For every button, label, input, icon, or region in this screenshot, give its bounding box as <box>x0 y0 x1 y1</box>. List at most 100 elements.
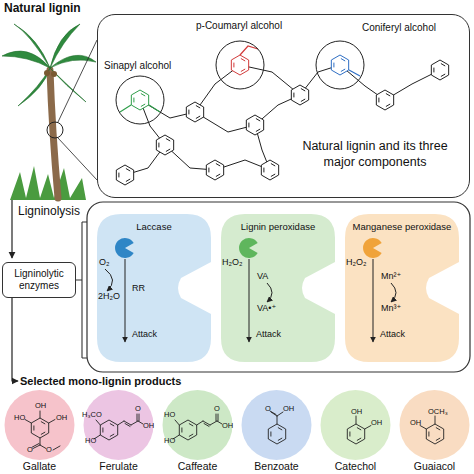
bond-line <box>53 446 60 450</box>
species-label: Mn²⁺ <box>381 272 401 282</box>
product-disc <box>84 390 154 460</box>
enzyme-shape <box>343 212 461 364</box>
highlight-circle <box>216 41 264 89</box>
ring <box>291 85 308 105</box>
step-label: Ligninolysis <box>18 205 80 218</box>
enzyme-icon <box>363 238 382 258</box>
highlight-circle <box>316 41 364 89</box>
product-disc <box>321 390 391 460</box>
ring <box>186 102 203 122</box>
bond-line <box>40 438 41 445</box>
species-label: VA <box>257 272 268 282</box>
atom-label: OH <box>35 402 46 410</box>
product-name: Gallate <box>0 461 79 473</box>
bond-line <box>139 414 140 421</box>
atom-label: OH <box>56 414 67 422</box>
atom-label: HO <box>164 411 175 419</box>
highlight-circle <box>116 76 164 124</box>
frond <box>14 24 50 68</box>
product-circle: OCH₃ OH Guaiacol <box>395 388 474 474</box>
ring <box>246 115 263 135</box>
species-label: Attack <box>132 330 157 340</box>
bond-line <box>175 420 179 425</box>
product-circle: OOHBenzoate <box>237 388 316 474</box>
enzyme-name: Lignin peroxidase <box>219 222 337 232</box>
product-name: Benzoate <box>237 461 316 473</box>
bond-line <box>218 414 219 421</box>
product-disc <box>242 390 312 460</box>
lignin-panel: Natural lignin and its three major compo… <box>97 14 470 198</box>
atom-label: OH <box>410 419 421 427</box>
product-circle: OHOHCatechol <box>316 388 395 474</box>
double-bond <box>41 432 45 435</box>
palm-fronds <box>2 24 96 106</box>
double-bond <box>278 438 282 441</box>
bond-line <box>356 416 357 424</box>
bond-line <box>270 411 276 415</box>
enzyme-shape <box>95 212 213 364</box>
bond-line <box>137 414 138 421</box>
double-bond <box>436 428 440 431</box>
double-bond <box>33 426 34 431</box>
atom-label: O <box>46 446 52 454</box>
double-bond <box>110 434 114 437</box>
enzyme-body <box>345 214 459 362</box>
species-label: Attack <box>256 330 281 340</box>
ring <box>206 160 223 180</box>
benzene-ring <box>347 424 364 444</box>
palm-trunk <box>50 70 58 198</box>
bond-line <box>203 421 210 425</box>
bond-line <box>204 424 209 427</box>
enzyme-cell: Lignin peroxidaseH₂O₂VAVA•⁺Attack <box>219 212 337 364</box>
double-bond <box>349 432 350 437</box>
double-bond <box>428 432 429 437</box>
atom-label: OH <box>351 408 362 416</box>
section-heading: Selected mono-lignin products <box>20 375 181 387</box>
box-label: Ligninolytic enzymes <box>3 268 75 292</box>
enzyme-panel <box>87 202 470 372</box>
bond-line <box>435 416 436 424</box>
section-heading: Natural lignin <box>4 2 81 15</box>
species-label: 2H₂O <box>98 292 120 302</box>
coumaryl-chain <box>240 46 258 55</box>
process-box: Ligninolytic enzymes <box>2 262 76 298</box>
enzyme-cell: Manganese peroxidaseH₂O₂Mn²⁺Mn³⁺Attack <box>343 212 461 364</box>
product-name: Guaiacol <box>395 461 474 473</box>
flow-arrow <box>11 200 12 258</box>
sinapyl-substituents <box>120 105 160 112</box>
atom-label: OH <box>143 422 154 430</box>
enzyme-body <box>97 214 211 362</box>
double-bond <box>357 428 361 431</box>
product-name: Caffeate <box>158 461 237 473</box>
bond-line <box>277 416 278 424</box>
double-bond <box>270 432 271 437</box>
benzene-ring <box>31 418 48 438</box>
product-disc <box>5 390 75 460</box>
reaction-arrow <box>267 283 272 302</box>
product-circle: OHHOOHOOGallate <box>0 388 79 474</box>
frond <box>50 68 86 102</box>
bond-line <box>33 445 40 449</box>
atom-label: OCH₃ <box>428 408 448 416</box>
bond-line <box>49 420 55 424</box>
component-label: Coniferyl alcohol <box>362 22 436 33</box>
bond-line <box>96 420 100 425</box>
reaction-arrow <box>105 269 113 291</box>
bond-line <box>210 421 217 425</box>
flow-arrow <box>12 298 18 381</box>
bond-line <box>216 414 217 421</box>
double-bond <box>41 422 45 425</box>
bond-line <box>131 421 138 425</box>
atom-label: HO <box>85 437 96 445</box>
product-disc <box>400 390 470 460</box>
bond-line <box>271 412 277 416</box>
double-bond <box>110 424 114 427</box>
reaction-arrow <box>373 259 374 342</box>
reaction-arrow <box>391 283 396 302</box>
bracket <box>76 222 87 358</box>
zoom-lines <box>58 40 97 180</box>
species-label: VA•⁺ <box>257 304 276 314</box>
atom-label: OH <box>222 422 233 430</box>
double-bond <box>189 434 193 437</box>
